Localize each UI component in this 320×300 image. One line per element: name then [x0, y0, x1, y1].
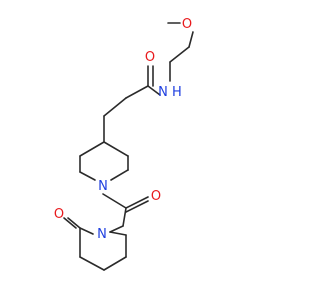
bond — [169, 46, 190, 63]
bond — [125, 200, 149, 213]
structure-canvas: O N H O N O N O — [54, 17, 194, 271]
bond — [110, 169, 129, 181]
atom-label-o-acetyl: O — [151, 189, 161, 204]
atom-label-n-lactam: N — [97, 227, 107, 242]
atom-label-o-lactam: O — [54, 207, 64, 222]
bond — [103, 97, 127, 117]
bond — [67, 217, 81, 229]
bond — [79, 141, 105, 157]
bond — [125, 85, 149, 99]
bond — [79, 171, 96, 181]
atom-label-o-methoxy: O — [182, 17, 192, 32]
atom-label-n-piperidine: N — [98, 179, 108, 194]
bond — [109, 231, 127, 236]
bond — [103, 141, 129, 157]
atom-label-n-amide: N H — [158, 85, 182, 100]
bond — [102, 193, 127, 209]
bond — [147, 85, 161, 96]
bond — [103, 256, 127, 271]
bond — [125, 196, 149, 209]
bond — [63, 217, 77, 229]
bond — [79, 227, 94, 235]
bond — [188, 31, 194, 48]
bond — [79, 256, 105, 271]
bond — [109, 225, 124, 233]
atom-label-h: H — [172, 85, 182, 100]
atom-label-n: N — [158, 85, 168, 100]
bond — [122, 207, 127, 227]
atom-label-o-amide: O — [145, 50, 155, 65]
molecule-diagram: O N H O N O N O — [54, 17, 194, 271]
